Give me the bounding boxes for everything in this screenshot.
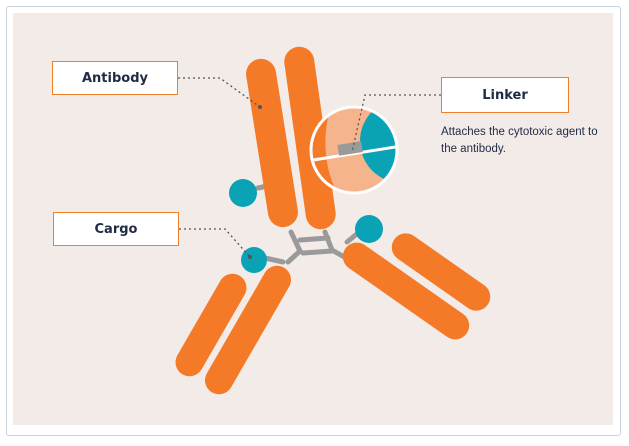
heavy-chain-arm [246, 58, 298, 228]
lower-right-arm [342, 233, 491, 340]
cargo-label: Cargo [53, 212, 179, 246]
linker-leader [351, 94, 441, 153]
upper-arms [246, 46, 336, 230]
cargo-molecule [241, 247, 267, 273]
linker-segment [337, 141, 363, 156]
cargo-leader-dot [248, 255, 252, 259]
light-chain [175, 273, 247, 377]
linker-label-text: Linker [482, 87, 528, 103]
antibody-label-text: Antibody [81, 70, 148, 86]
hinge-link [322, 229, 335, 253]
cargo-molecule [355, 215, 383, 243]
linker-label: Linker [441, 77, 569, 113]
heavy-chain-arm [284, 46, 336, 230]
heavy-chain-fab [342, 242, 470, 340]
antibody-leader [178, 77, 261, 108]
cargo-molecule [229, 179, 257, 207]
lower-left-arm [175, 265, 291, 395]
cargo-leader [179, 228, 251, 258]
hinge-link [288, 229, 303, 254]
cargo-label-text: Cargo [94, 221, 138, 237]
disulfide-bridge [297, 235, 331, 243]
heavy-chain-fab [205, 265, 291, 395]
cargo-molecules [229, 179, 383, 273]
disulfide-bridge [300, 248, 335, 256]
linker-magnifier [309, 105, 399, 195]
callout-lines [178, 77, 441, 258]
hinge-link [285, 248, 303, 265]
light-chain [391, 233, 491, 311]
antibody-leader-dot [258, 105, 262, 109]
antibody-label: Antibody [52, 61, 178, 95]
linker-description: Attaches the cytotoxic agent to the anti… [441, 126, 598, 155]
cargo-linker-lower [262, 255, 286, 265]
